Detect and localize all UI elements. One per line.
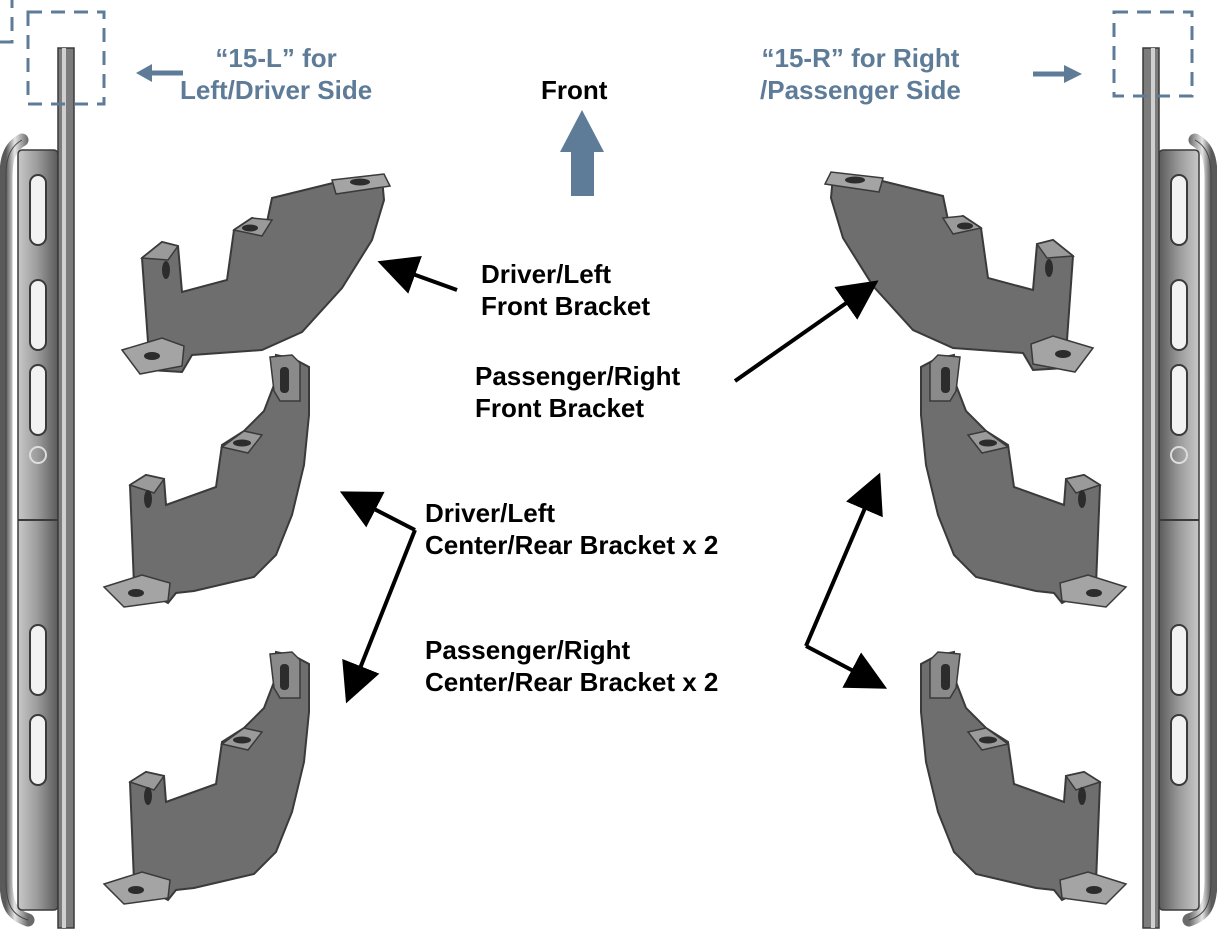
driver-rear-pointer-1 [339,491,416,532]
driver-front-bracket [121,173,391,375]
right-side-label-line2: /Passenger Side [760,75,961,105]
passenger-rear-pointer-1 [804,472,883,647]
driver-rear-bracket-2 [103,651,310,905]
right-step-rail [1143,48,1211,928]
left-side-label-line1: “15-L” for [215,43,337,73]
passenger-front-bracket [824,171,1094,373]
right-arrow-icon [1033,65,1082,83]
right-label-location-box [1112,10,1194,98]
right-side-label-line1: “15-R” for Right [761,43,960,73]
passenger-rear-label: Passenger/Right Center/Rear Bracket x 2 [425,634,718,698]
right-side-label: “15-R” for Right /Passenger Side [760,42,961,106]
driver-front-label: Driver/Left Front Bracket [481,258,650,322]
driver-rear-label-line1: Driver/Left [425,498,556,528]
passenger-rear-pointer-2 [805,644,888,689]
driver-rear-label: Driver/Left Center/Rear Bracket x 2 [425,497,718,561]
up-arrow-icon [560,110,604,196]
left-side-label: “15-L” for Left/Driver Side [180,42,372,106]
driver-front-label-line1: Driver/Left [481,259,612,289]
left-arrow-icon [136,64,183,82]
left-label-location-box [26,10,106,106]
passenger-front-label-line1: Passenger/Right [475,361,681,391]
passenger-rear-bracket-1 [920,354,1127,608]
left-side-label-line2: Left/Driver Side [180,75,373,105]
passenger-front-label-line2: Front Bracket [475,393,645,423]
driver-rear-bracket-1 [103,354,310,608]
driver-rear-label-line2: Center/Rear Bracket x 2 [425,530,719,560]
driver-front-pointer [377,256,458,294]
left-partial-box-edge [0,0,14,44]
front-label: Front [541,75,608,105]
passenger-rear-label-line1: Passenger/Right [425,635,631,665]
passenger-rear-bracket-2 [920,651,1127,905]
driver-front-label-line2: Front Bracket [481,291,651,321]
passenger-front-label: Passenger/Right Front Bracket [475,360,680,424]
left-step-rail [6,48,74,928]
passenger-rear-label-line2: Center/Rear Bracket x 2 [425,667,719,697]
passenger-front-pointer [733,280,879,383]
driver-rear-pointer-2 [342,529,417,704]
